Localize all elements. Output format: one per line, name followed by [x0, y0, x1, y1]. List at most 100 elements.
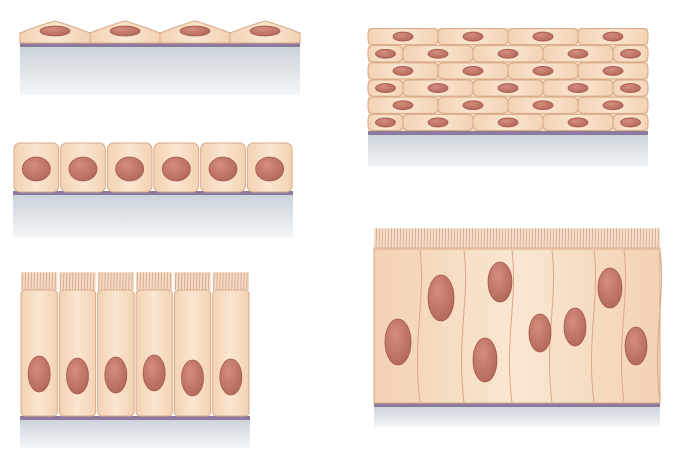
microvillus	[93, 273, 94, 290]
microvillus	[199, 273, 200, 290]
basement-membrane	[368, 131, 648, 135]
nucleus	[568, 118, 588, 127]
microvillus	[108, 273, 109, 290]
microvillus	[583, 229, 584, 250]
microvillus	[105, 273, 106, 290]
microvillus	[90, 273, 91, 290]
nucleus	[250, 26, 280, 36]
microvillus	[586, 229, 587, 250]
microvillus	[505, 229, 506, 250]
microvillus	[616, 229, 617, 250]
nucleus	[463, 32, 483, 41]
microvillus	[149, 273, 150, 290]
microvillus	[40, 273, 41, 290]
microvillus	[196, 273, 197, 290]
microvillus	[436, 229, 437, 250]
microvillus	[409, 229, 410, 250]
microvillus	[193, 273, 194, 290]
microvillus	[574, 229, 575, 250]
microvillus	[634, 229, 635, 250]
microvillus	[241, 273, 242, 290]
microvillus	[454, 229, 455, 250]
nucleus	[28, 356, 50, 392]
nucleus	[564, 308, 586, 346]
nucleus	[180, 26, 210, 36]
microvillus	[427, 229, 428, 250]
microvillus	[99, 273, 100, 290]
microvillus	[592, 229, 593, 250]
microvillus	[619, 229, 620, 250]
microvillus	[493, 229, 494, 250]
microvillus	[649, 229, 650, 250]
microvillus	[568, 229, 569, 250]
nucleus	[621, 118, 641, 127]
microvillus	[391, 229, 392, 250]
microvillus	[433, 229, 434, 250]
microvillus	[643, 229, 644, 250]
microvillus	[631, 229, 632, 250]
nucleus	[385, 319, 411, 365]
microvillus	[652, 229, 653, 250]
microvillus	[208, 273, 209, 290]
microvillus	[49, 273, 50, 290]
connective-tissue	[20, 418, 250, 448]
microvillus	[376, 229, 377, 250]
simple-squamous-panel	[20, 21, 300, 95]
microvillus	[529, 229, 530, 250]
nucleus	[463, 66, 483, 75]
microvillus	[143, 273, 144, 290]
nucleus	[40, 26, 70, 36]
nucleus	[393, 101, 413, 110]
microvillus	[214, 273, 215, 290]
microvillus	[397, 229, 398, 250]
microvillus	[167, 273, 168, 290]
microvillus	[164, 273, 165, 290]
microvillus	[442, 229, 443, 250]
nucleus	[256, 157, 284, 181]
microvillus	[37, 273, 38, 290]
microvillus	[190, 273, 191, 290]
microvillus	[520, 229, 521, 250]
simple-cuboidal-panel	[13, 143, 293, 238]
microvillus	[562, 229, 563, 250]
columnar-cell	[136, 290, 172, 416]
microvillus	[202, 273, 203, 290]
pseudostratified-columnar-panel	[374, 228, 662, 427]
nucleus	[182, 360, 204, 396]
nucleus	[67, 358, 89, 394]
microvillus	[31, 273, 32, 290]
microvillus	[114, 273, 115, 290]
basement-membrane	[20, 416, 250, 420]
nucleus	[162, 157, 190, 181]
nucleus	[143, 355, 165, 391]
microvillus	[238, 273, 239, 290]
microvillus	[126, 273, 127, 290]
microvillus	[175, 273, 176, 290]
microvillus	[439, 229, 440, 250]
microvillus	[646, 229, 647, 250]
nucleus	[463, 101, 483, 110]
microvillus	[556, 229, 557, 250]
microvillus	[63, 273, 64, 290]
microvillus	[628, 229, 629, 250]
microvillus	[187, 273, 188, 290]
microvillus	[102, 273, 103, 290]
connective-tissue	[368, 133, 648, 167]
nucleus	[603, 101, 623, 110]
microvillus	[571, 229, 572, 250]
microvillus	[499, 229, 500, 250]
microvillus	[84, 273, 85, 290]
microvillus	[229, 273, 230, 290]
microvillus	[223, 273, 224, 290]
microvillus	[117, 273, 118, 290]
microvillus	[87, 273, 88, 290]
microvillus	[385, 229, 386, 250]
microvillus	[601, 229, 602, 250]
microvillus	[43, 273, 44, 290]
microvillus	[640, 229, 641, 250]
microvillus	[379, 229, 380, 250]
nucleus	[376, 49, 396, 58]
microvillus	[232, 273, 233, 290]
microvillus	[415, 229, 416, 250]
